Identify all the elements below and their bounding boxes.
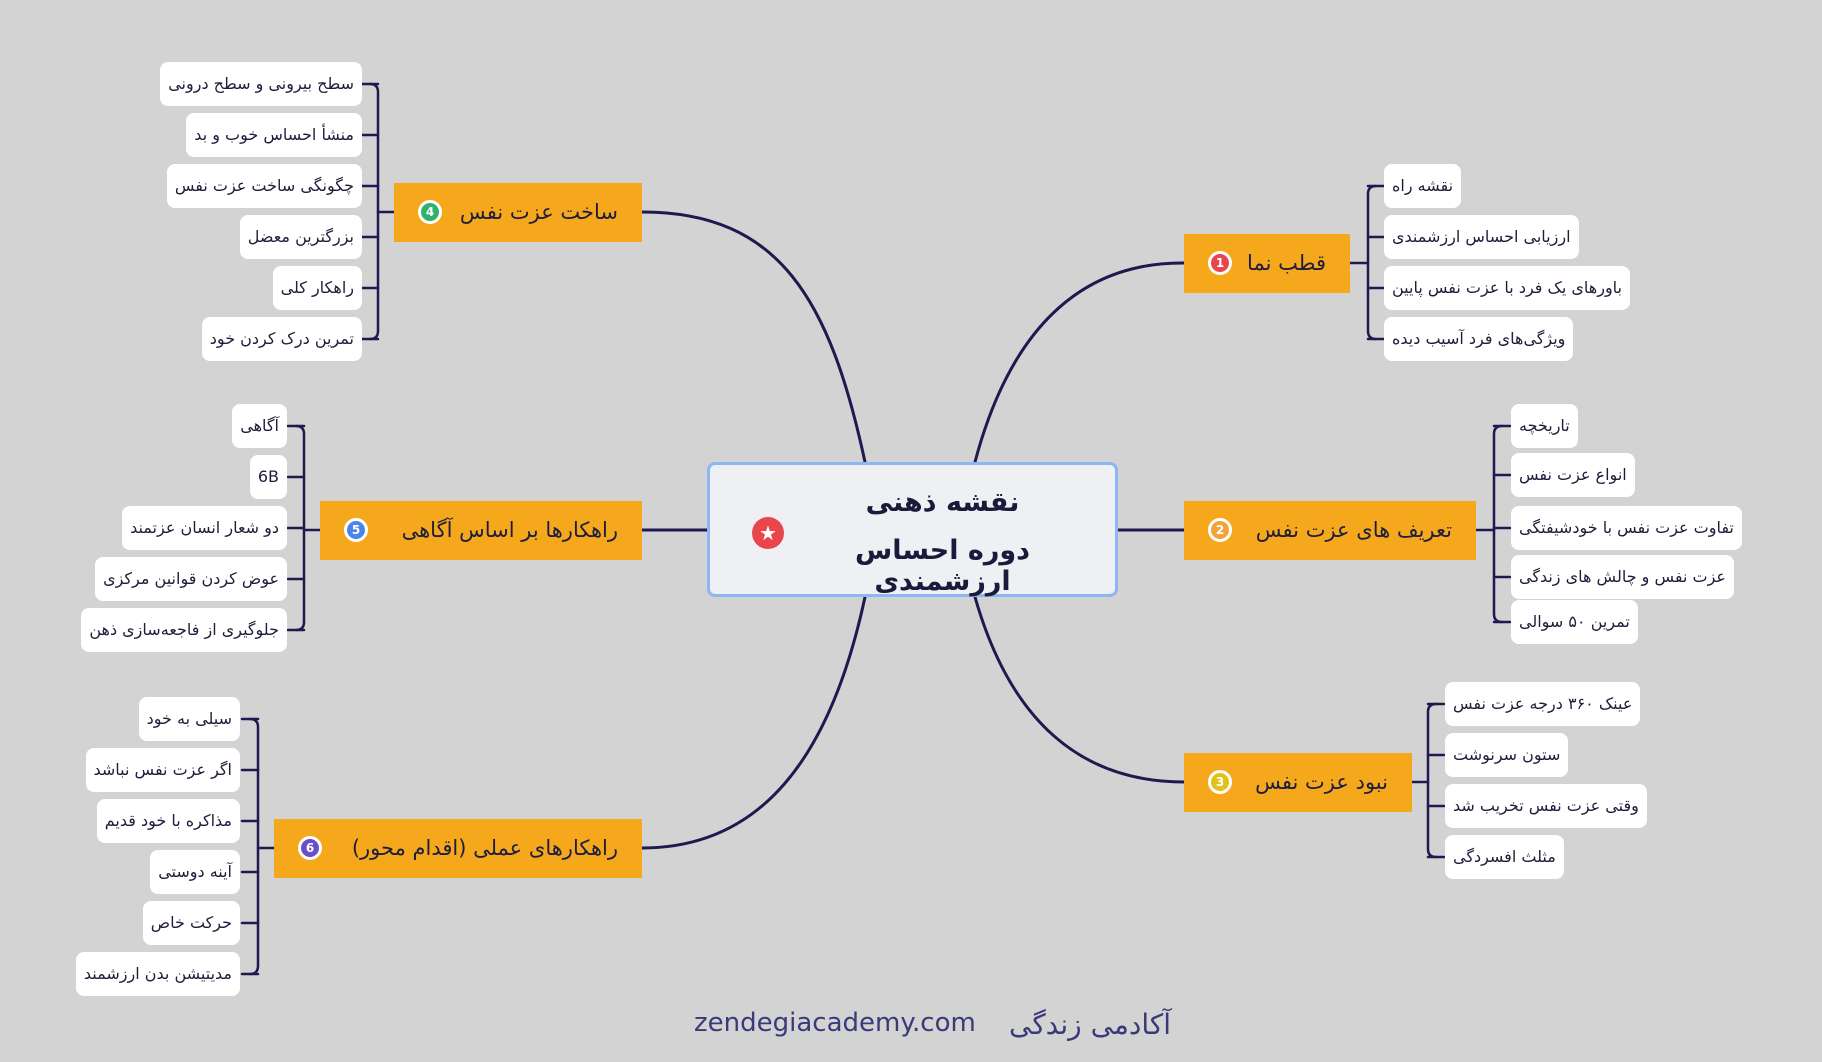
leaf-5-2[interactable]: 6B <box>249 455 287 499</box>
badge-number: 6 <box>301 839 319 857</box>
topic-label: ساخت عزت نفس <box>459 200 618 224</box>
leaf-4-6[interactable]: تمرین درک کردن خود <box>201 317 362 361</box>
topic-node-4[interactable]: ساخت عزت نفس 4 <box>394 183 642 242</box>
topic-node-6[interactable]: راهکارهای عملی (اقدام محور) 6 <box>274 819 642 878</box>
leaf-5-3[interactable]: دو شعار انسان عزتمند <box>122 506 287 550</box>
badge-5-icon: 5 <box>344 518 368 542</box>
leaf-4-3[interactable]: چگونگی ساخت عزت نفس <box>166 164 362 208</box>
bracket-4-spine <box>368 82 380 341</box>
leaf-5-5[interactable]: جلوگیری از فاجعه‌سازی ذهن <box>81 608 287 652</box>
footer-brand: آکادمی زندگی <box>1008 1008 1172 1041</box>
leaf-6-4[interactable]: آینه دوستی <box>150 850 240 894</box>
badge-3-icon: 3 <box>1208 770 1232 794</box>
topic-node-3[interactable]: نبود عزت نفس 3 <box>1184 753 1412 812</box>
leaf-2-5[interactable]: تمرین ۵۰ سوالی <box>1511 600 1638 644</box>
link-center-topic-6 <box>640 595 867 850</box>
leaf-1-1[interactable]: نقشه راه <box>1384 164 1462 208</box>
topic-label: تعریف های عزت نفس <box>1255 518 1452 542</box>
leaf-4-4[interactable]: بزرگترین معضل <box>239 215 362 259</box>
leaf-6-3[interactable]: مذاکره با خود قدیم <box>96 799 240 843</box>
badge-number: 5 <box>347 521 365 539</box>
star-icon: ★ <box>752 517 784 549</box>
leaf-6-1[interactable]: سیلی به خود <box>138 697 240 741</box>
leaf-4-2[interactable]: منشأ احساس خوب و بد <box>186 113 362 157</box>
badge-1-icon: 1 <box>1208 251 1232 275</box>
leaf-5-4[interactable]: عوض کردن قوانین مرکزی <box>95 557 287 601</box>
badge-number: 4 <box>421 203 439 221</box>
badge-4-icon: 4 <box>418 200 442 224</box>
leaf-6-2[interactable]: اگر عزت نفس نباشد <box>85 748 240 792</box>
badge-2-icon: 2 <box>1208 518 1232 542</box>
leaf-6-5[interactable]: حرکت خاص <box>142 901 240 945</box>
leaf-2-2[interactable]: انواع عزت نفس <box>1511 453 1635 497</box>
topic-label: راهکارها بر اساس آگاهی <box>401 518 618 542</box>
topic-label: قطب نما <box>1247 251 1326 275</box>
leaf-6-6[interactable]: مدیتیشن بدن ارزشمند <box>75 952 240 996</box>
link-center-topic-3 <box>973 595 1186 784</box>
leaf-3-2[interactable]: ستون سرنوشت <box>1445 733 1569 777</box>
central-title-line1: نقشه ذهنی <box>865 487 1020 518</box>
leaf-1-3[interactable]: باورهای یک فرد با عزت نفس پایین <box>1384 266 1631 310</box>
central-title-line2: دوره احساس ارزشمندی <box>854 535 1031 597</box>
topic-node-2[interactable]: تعریف های عزت نفس 2 <box>1184 501 1476 560</box>
leaf-5-1[interactable]: آگاهی <box>232 404 287 448</box>
badge-6-icon: 6 <box>298 836 322 860</box>
leaf-1-4[interactable]: ویژگی‌های فرد آسیب دیده <box>1384 317 1574 361</box>
topic-label: نبود عزت نفس <box>1255 770 1388 794</box>
leaf-4-1[interactable]: سطح بیرونی و سطح درونی <box>160 62 362 106</box>
bracket-6-spine <box>248 717 260 976</box>
central-node[interactable]: ★ نقشه ذهنی دوره احساس ارزشمندی <box>707 462 1118 597</box>
leaf-4-5[interactable]: راهکار کلی <box>272 266 362 310</box>
topic-label: راهکارهای عملی (اقدام محور) <box>351 836 618 860</box>
link-center-topic-4 <box>640 210 867 464</box>
badge-number: 3 <box>1211 773 1229 791</box>
leaf-2-3[interactable]: تفاوت عزت نفس با خودشیفتگی <box>1511 506 1742 550</box>
leaf-1-2[interactable]: ارزیابی احساس ارزشمندی <box>1384 215 1579 259</box>
bracket-2-spine <box>1492 424 1504 624</box>
bracket-3-spine <box>1426 702 1438 859</box>
topic-node-5[interactable]: راهکارها بر اساس آگاهی 5 <box>320 501 642 560</box>
leaf-2-4[interactable]: عزت نفس و چالش های زندگی <box>1511 555 1734 599</box>
bracket-1-spine <box>1366 184 1378 341</box>
leaf-3-1[interactable]: عینک ۳۶۰ درجه عزت نفس <box>1445 682 1641 726</box>
topic-node-1[interactable]: قطب نما 1 <box>1184 234 1350 293</box>
badge-number: 1 <box>1211 254 1229 272</box>
leaf-2-1[interactable]: تاریخچه <box>1511 404 1578 448</box>
leaf-3-4[interactable]: مثلث افسردگی <box>1445 835 1564 879</box>
badge-number: 2 <box>1211 521 1229 539</box>
link-center-topic-1 <box>973 261 1186 464</box>
leaf-3-3[interactable]: وقتی عزت نفس تخریب شد <box>1445 784 1647 828</box>
footer-url[interactable]: zendegiacademy.com <box>694 1008 976 1038</box>
